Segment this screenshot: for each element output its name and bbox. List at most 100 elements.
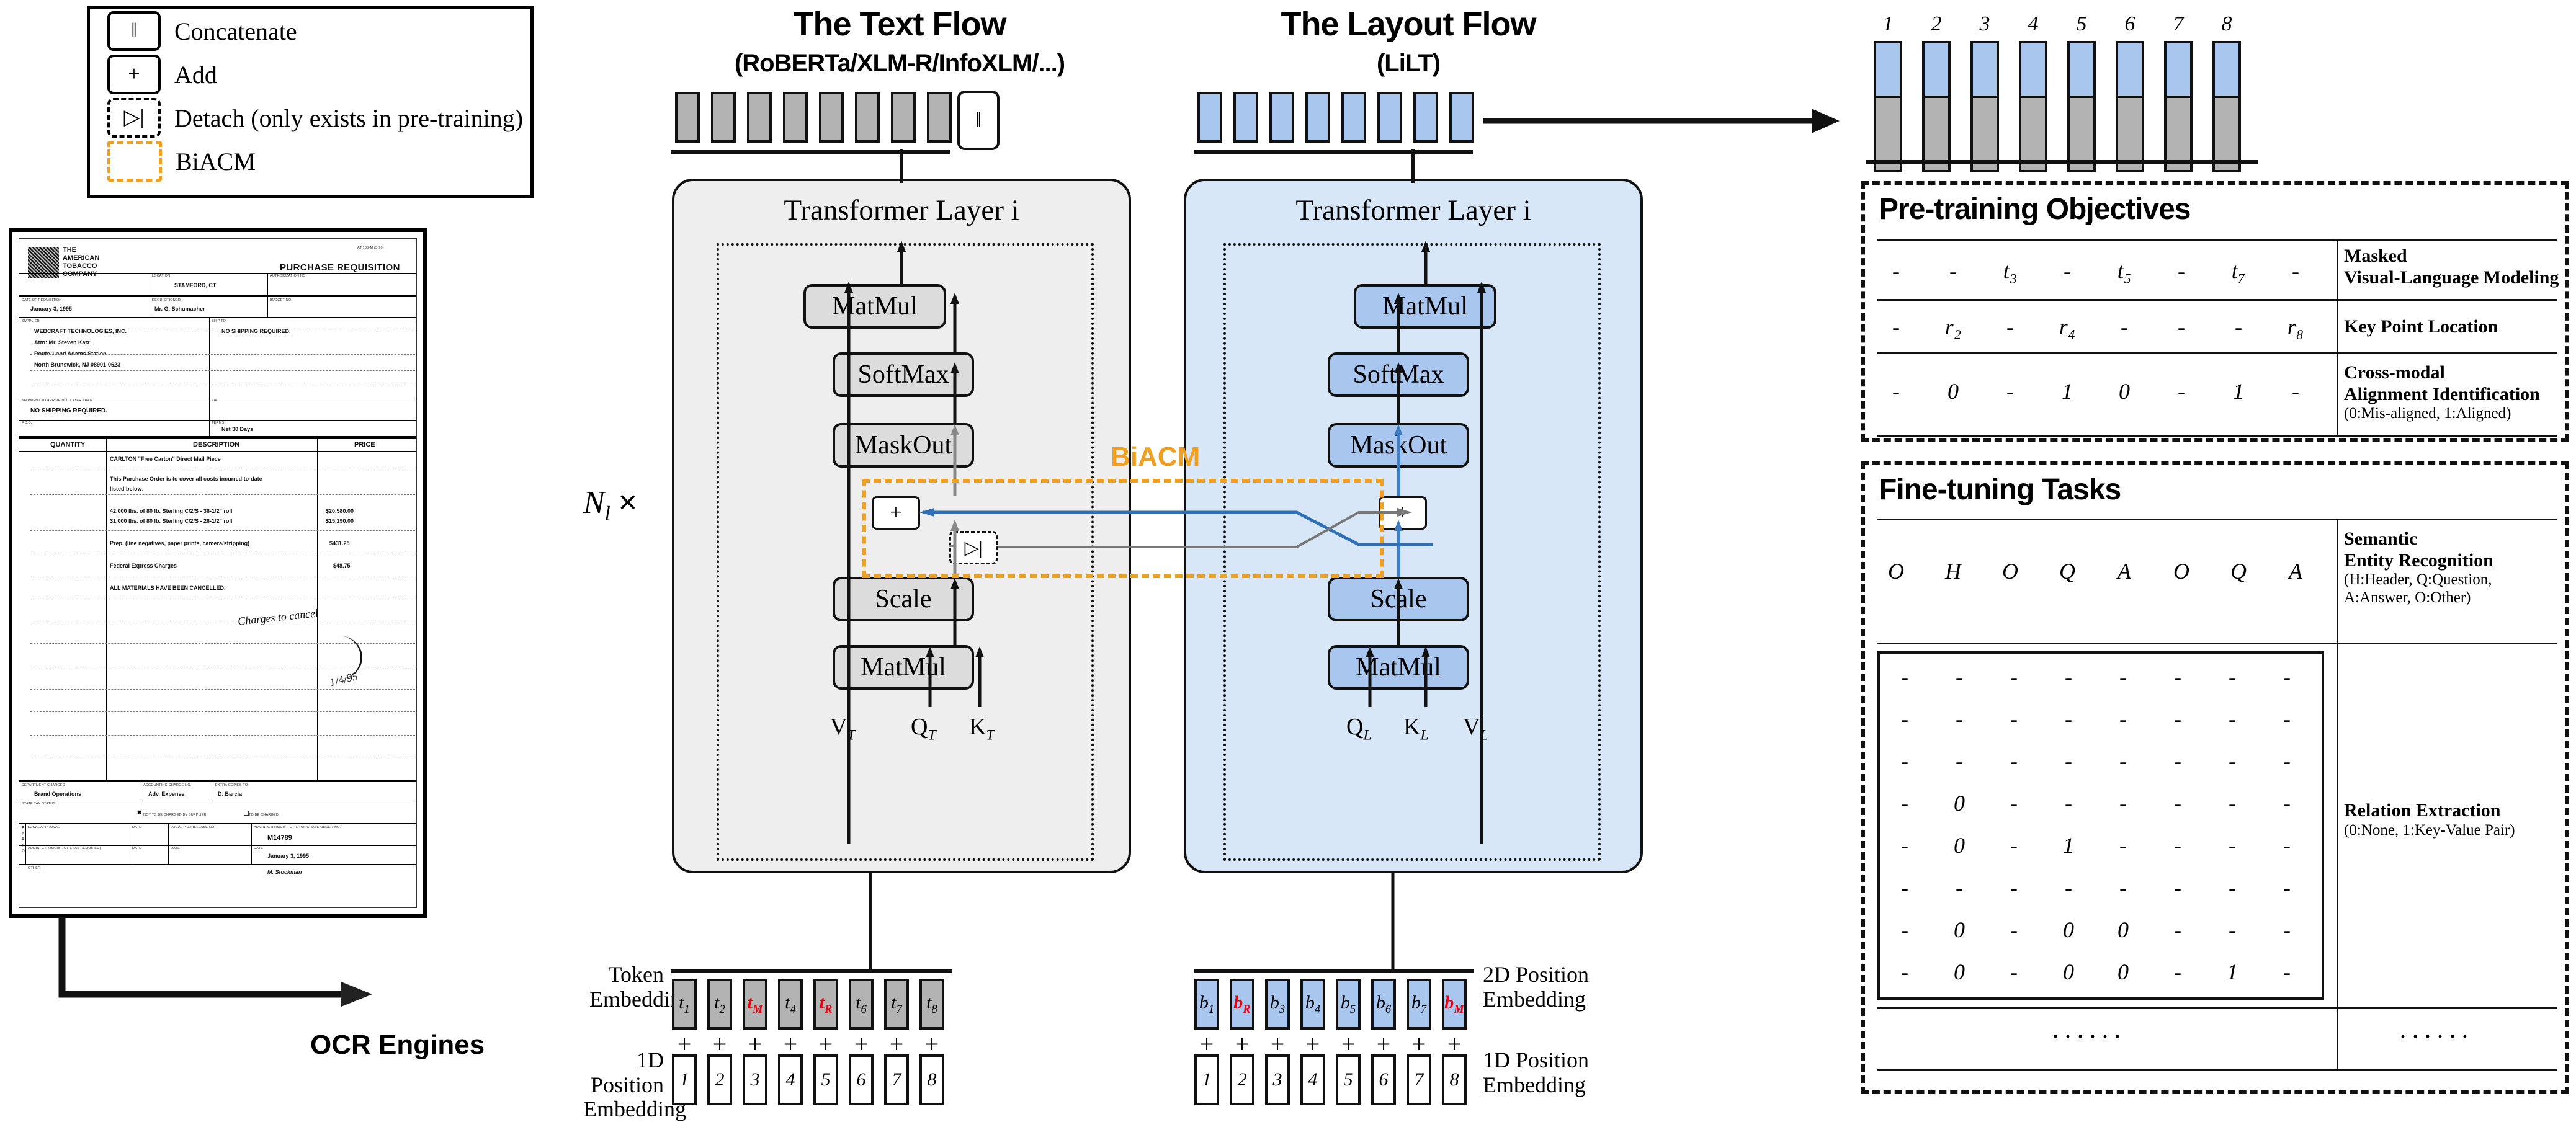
text-output-chip bbox=[783, 92, 808, 143]
cell-value: - bbox=[2178, 259, 2185, 283]
label-date-1: DATE bbox=[132, 826, 142, 829]
add-icon: + bbox=[107, 55, 161, 94]
layout-attention-dotted-box bbox=[1223, 243, 1601, 861]
text-transformer-layer-label: Transformer Layer i bbox=[784, 194, 1019, 226]
value-accounting-charge-no: Adv. Expense bbox=[148, 791, 185, 797]
pretraining-row-values-0: --t₃-t₅-t₇- bbox=[1877, 258, 2337, 283]
label-fob: F.O.B. bbox=[22, 421, 32, 425]
plus-symbol: + bbox=[783, 1030, 798, 1058]
plus-symbol: + bbox=[712, 1030, 727, 1058]
text-flow-subtitle: (RoBERTa/XLM-R/InfoXLM/...) bbox=[734, 50, 1065, 77]
position-chip: 1 bbox=[672, 1054, 697, 1105]
position-chip: 3 bbox=[743, 1054, 767, 1105]
layout-output-chip bbox=[1449, 92, 1474, 143]
label-date-of-requisition: DATE OF REQUISITION bbox=[22, 298, 62, 302]
label-local-approval: LOCAL APPROVAL bbox=[28, 826, 60, 829]
re-name: Relation Extraction bbox=[2344, 800, 2501, 821]
output-bar-layout-part bbox=[2067, 41, 2096, 98]
embedding-to-panel-connectors-icon bbox=[869, 873, 1395, 969]
output-stacked-bar bbox=[2212, 41, 2241, 172]
re-cell: - bbox=[2065, 875, 2072, 900]
re-cell: - bbox=[2229, 917, 2236, 942]
company-line-4: COMPANY bbox=[63, 270, 97, 278]
cell-value: t₇ bbox=[2231, 259, 2246, 283]
col-header-quantity: QUANTITY bbox=[50, 441, 86, 448]
output-bar-layout-part bbox=[1922, 41, 1951, 98]
layout-output-chip bbox=[1233, 92, 1258, 143]
ocr-arrow-icon bbox=[58, 917, 372, 1007]
relation-extraction-matrix: -------------------------0-------0-1----… bbox=[1877, 651, 2324, 1000]
re-cell: 0 bbox=[2063, 959, 2074, 984]
re-cell: - bbox=[2010, 706, 2018, 731]
cell-value: Q bbox=[2230, 559, 2247, 584]
label-local-po-release-no: LOCAL P.O./RELEASE NO. bbox=[171, 826, 216, 829]
ser-name-line1: Semantic bbox=[2344, 528, 2418, 549]
re-cell: - bbox=[2283, 833, 2291, 858]
label-department-charged: DEPARTMENT CHARGED bbox=[22, 783, 65, 787]
legend-item-biacm: BiACM bbox=[107, 140, 530, 183]
pos1d-label-right-line2: Embedding bbox=[1483, 1072, 1586, 1097]
re-cell: - bbox=[2283, 664, 2291, 689]
company-line-2: AMERICAN bbox=[63, 254, 100, 262]
label-ship-to: SHIP TO bbox=[212, 319, 226, 323]
legend-label-concatenate: Concatenate bbox=[174, 17, 297, 45]
line-item-price-4: $15,190.00 bbox=[326, 518, 354, 524]
pos1d-label-right-line1: 1D Position bbox=[1483, 1048, 1590, 1072]
re-cell: - bbox=[2229, 833, 2236, 858]
output-bars-underline bbox=[1866, 160, 2258, 164]
value-shipment-arrive: NO SHIPPING REQUIRED. bbox=[30, 407, 107, 414]
token-chip: b5 bbox=[1336, 979, 1361, 1030]
biacm-label: BiACM bbox=[1111, 442, 1201, 472]
output-bar-layout-part bbox=[1970, 41, 1999, 98]
cell-value: r₈ bbox=[2287, 314, 2304, 339]
re-cell: 0 bbox=[1954, 833, 1965, 858]
output-bar-index: 3 bbox=[1979, 12, 1990, 35]
cell-value: - bbox=[2178, 379, 2185, 404]
re-cell: - bbox=[2174, 706, 2181, 731]
checkbox-empty-icon bbox=[244, 811, 249, 816]
re-cell: 0 bbox=[1954, 791, 1965, 816]
ellipsis-left: ······ bbox=[2051, 1023, 2126, 1051]
legend-item-concatenate: ‖ Concatenate bbox=[107, 9, 530, 53]
token-chip: t4 bbox=[778, 979, 803, 1030]
output-bar-layout-part bbox=[2019, 41, 2047, 98]
plus-symbol: + bbox=[854, 1030, 869, 1058]
output-bar-index: 5 bbox=[2076, 12, 2087, 35]
line-item-desc-4: 31,000 lbs. of 80 lb. Sterling C/2/S - 2… bbox=[110, 518, 233, 524]
pretraining-task-2-line1: Cross-modal bbox=[2344, 362, 2445, 383]
text-detach-node: ▷| bbox=[949, 531, 998, 564]
label-authorization-no: AUTHORIZATION NO. bbox=[270, 274, 307, 278]
layout-output-chip bbox=[1197, 92, 1222, 143]
re-cell: - bbox=[1956, 664, 1963, 689]
label-extra-copies-to: EXTRA COPIES TO: bbox=[215, 783, 249, 787]
cell-value: Q bbox=[2059, 559, 2075, 584]
pretraining-task-2-note: (0:Mis-aligned, 1:Aligned) bbox=[2344, 405, 2511, 422]
layout-input-k: KL bbox=[1403, 714, 1429, 744]
text-output-chip bbox=[819, 92, 844, 143]
line-item-price-3: $20,580.00 bbox=[326, 508, 354, 514]
position-chip: 7 bbox=[884, 1054, 909, 1105]
finetuning-title: Fine-tuning Tasks bbox=[1879, 473, 2121, 506]
cell-value: - bbox=[2178, 314, 2185, 339]
value-purchase-order-no: M14789 bbox=[267, 834, 292, 842]
text-op-matmul-top: MatMul bbox=[803, 284, 946, 329]
position-chip: 2 bbox=[1230, 1054, 1254, 1105]
legend-label-detach: Detach (only exists in pre-training) bbox=[174, 104, 524, 132]
handwriting-note: Charges to cancel bbox=[237, 607, 319, 628]
token-embedding-label-line2: Embedding bbox=[589, 986, 692, 1012]
output-bar-layout-part bbox=[1874, 41, 1902, 98]
re-cell: - bbox=[2119, 749, 2127, 773]
text-add-node: + bbox=[872, 496, 920, 530]
plus-symbol: + bbox=[1376, 1030, 1391, 1058]
plus-symbol: + bbox=[1447, 1030, 1462, 1058]
output-bar-layout-part bbox=[2164, 41, 2193, 98]
col-header-description: DESCRIPTION bbox=[193, 441, 240, 448]
pretraining-row-values-1: -r₂-r₄---r₈ bbox=[1877, 314, 2337, 339]
token-chip: tR bbox=[813, 979, 838, 1030]
ser-task-name: Semantic Entity Recognition (H:Header, Q… bbox=[2344, 528, 2493, 607]
plus-symbol: + bbox=[924, 1030, 939, 1058]
re-cell: 0 bbox=[2063, 917, 2074, 942]
cell-value: H bbox=[1945, 559, 1961, 584]
re-cell: - bbox=[2174, 959, 2181, 984]
